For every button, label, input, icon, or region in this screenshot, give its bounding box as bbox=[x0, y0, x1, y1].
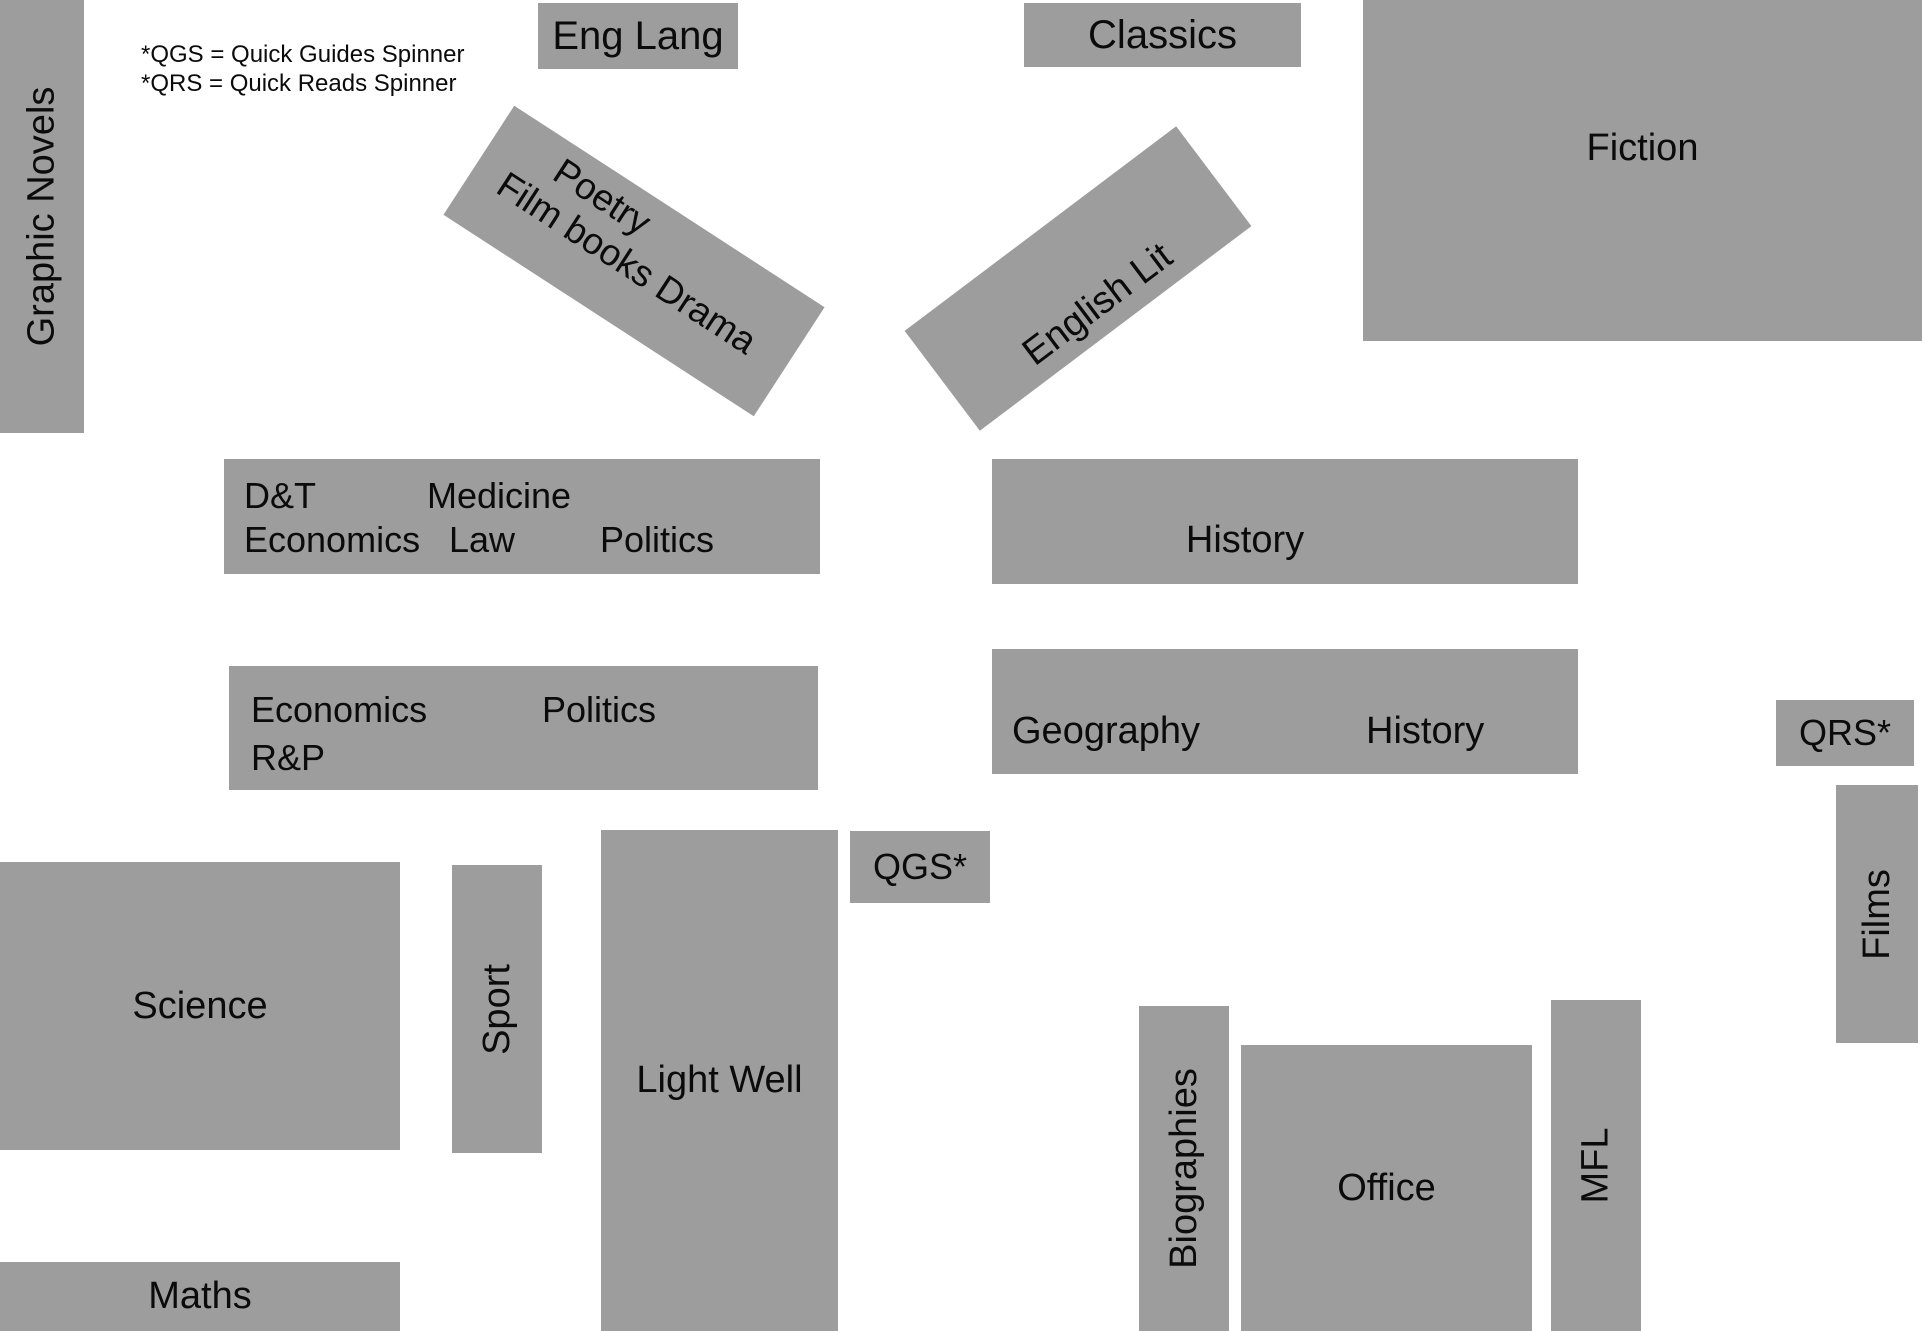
zone-label: QRS* bbox=[1798, 712, 1892, 753]
legend-line-qgs: *QGS = Quick Guides Spinner bbox=[141, 41, 465, 68]
zone-history: History bbox=[992, 459, 1578, 584]
zone-label-economics: Economics bbox=[244, 519, 421, 560]
zone-label: Graphic Novels bbox=[20, 86, 63, 347]
zone-science: Science bbox=[0, 862, 400, 1150]
zone-label: Light Well bbox=[636, 1059, 803, 1101]
zone-label: Films bbox=[1855, 868, 1898, 960]
zone-light-well: Light Well bbox=[601, 830, 838, 1331]
zone-label-row: Economics Politics bbox=[229, 686, 818, 734]
zone-mfl: MFL bbox=[1551, 1000, 1641, 1331]
zone-graphic-novels: Graphic Novels bbox=[0, 0, 84, 433]
zone-label-row: Geography History bbox=[992, 707, 1578, 755]
zone-label: History bbox=[1185, 519, 1305, 561]
zone-label: QGS* bbox=[872, 846, 968, 887]
zone-label: Science bbox=[132, 984, 268, 1027]
zone-qrs-spinner: QRS* bbox=[1776, 700, 1914, 766]
zone-label-dt: D&T bbox=[244, 475, 316, 516]
zone-sport: Sport bbox=[452, 865, 542, 1153]
zone-poetry-film-drama: Poetry Film books Drama bbox=[443, 105, 825, 417]
zone-classics: Classics bbox=[1024, 3, 1301, 67]
zone-label: Biographies bbox=[1162, 1068, 1205, 1269]
zone-label-row: R&P bbox=[229, 734, 818, 782]
zone-label-history: History bbox=[1366, 710, 1485, 752]
zone-films: Films bbox=[1836, 785, 1918, 1043]
zone-english-lit: English Lit bbox=[904, 126, 1252, 431]
zone-label: Office bbox=[1337, 1166, 1436, 1209]
zone-fiction: Fiction bbox=[1363, 0, 1922, 341]
zone-label: English Lit bbox=[1014, 234, 1181, 374]
zone-label: Sport bbox=[475, 963, 518, 1055]
zone-label-law: Law bbox=[449, 519, 516, 560]
zone-label-rp: R&P bbox=[251, 737, 326, 778]
zone-label: Classics bbox=[1088, 12, 1237, 57]
zone-eng-lang: Eng Lang bbox=[538, 3, 738, 69]
zone-dt-medicine-economics-law-politics: D&T Medicine Economics Law Politics bbox=[224, 459, 820, 574]
zone-label-politics: Politics bbox=[542, 689, 657, 730]
zone-label-medicine: Medicine bbox=[427, 475, 572, 516]
legend-line-qrs: *QRS = Quick Reads Spinner bbox=[141, 70, 457, 97]
zone-label: Maths bbox=[148, 1275, 252, 1317]
zone-label: Eng Lang bbox=[552, 13, 724, 58]
zone-geography-history: Geography History bbox=[992, 649, 1578, 774]
zone-label-politics: Politics bbox=[600, 519, 715, 560]
legend: *QGS = Quick Guides Spinner *QRS = Quick… bbox=[141, 40, 464, 98]
zone-label: Fiction bbox=[1586, 126, 1699, 169]
zone-economics-politics-rp: Economics Politics R&P bbox=[229, 666, 818, 790]
zone-label: MFL bbox=[1574, 1127, 1617, 1204]
zone-qgs-spinner: QGS* bbox=[850, 831, 990, 903]
zone-biographies: Biographies bbox=[1139, 1006, 1229, 1331]
zone-label-geography: Geography bbox=[1012, 710, 1201, 752]
zone-office: Office bbox=[1241, 1045, 1532, 1331]
zone-label-row: Economics Law Politics bbox=[224, 518, 820, 562]
zone-label-economics: Economics bbox=[251, 689, 428, 730]
zone-label-row: D&T Medicine bbox=[224, 474, 820, 518]
zone-maths: Maths bbox=[0, 1262, 400, 1331]
